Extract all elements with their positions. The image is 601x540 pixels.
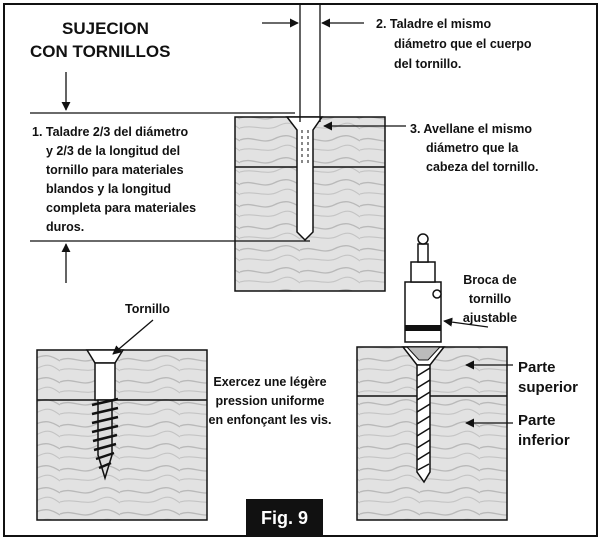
svg-text:y 2/3 de la longitud del: y 2/3 de la longitud del: [46, 144, 180, 158]
svg-text:tornillo para materiales: tornillo para materiales: [46, 163, 184, 177]
step-1-text: 1. Taladre 2/3 del diámetro y 2/3 de la …: [32, 125, 196, 234]
svg-text:Broca de: Broca de: [463, 273, 517, 287]
svg-text:3. Avellane el mismo: 3. Avellane el mismo: [410, 122, 532, 136]
screw-board: [36, 349, 208, 521]
title-line-1: SUJECION: [62, 19, 149, 38]
wood-screw: [85, 349, 125, 481]
svg-text:completa para materiales: completa para materiales: [46, 201, 196, 215]
svg-text:duros.: duros.: [46, 220, 84, 234]
title-line-2: CON TORNILLOS: [30, 42, 170, 61]
top-part-label: Parte superior: [518, 359, 578, 396]
screw-label: Tornillo: [125, 302, 170, 316]
step-2-text: 2. Taladre el mismo diámetro que el cuer…: [376, 17, 532, 71]
svg-text:inferior: inferior: [518, 432, 570, 449]
pressure-note: Exercez une légère pression uniforme en …: [209, 375, 332, 427]
svg-text:cabeza del tornillo.: cabeza del tornillo.: [426, 160, 539, 174]
figure-badge: Fig. 9: [246, 499, 323, 535]
svg-text:del tornillo.: del tornillo.: [394, 57, 461, 71]
bit-board: [356, 233, 508, 521]
outer-frame: [3, 3, 598, 537]
svg-text:diámetro que la: diámetro que la: [426, 141, 519, 155]
bottom-part-label: Parte inferior: [518, 412, 570, 449]
svg-text:Fig. 9: Fig. 9: [261, 508, 308, 528]
adjustable-screw-bit: [401, 233, 446, 484]
svg-text:pression uniforme: pression uniforme: [215, 394, 324, 408]
svg-text:superior: superior: [518, 379, 578, 396]
top-board: [234, 116, 386, 292]
svg-text:ajustable: ajustable: [463, 311, 517, 325]
bit-label-arrow: [443, 317, 489, 328]
svg-text:tornillo: tornillo: [469, 292, 512, 306]
svg-text:1. Taladre 2/3 del diámetro: 1. Taladre 2/3 del diámetro: [32, 125, 188, 139]
screw-label-arrow: [112, 319, 154, 355]
svg-text:Parte: Parte: [518, 412, 556, 429]
svg-text:diámetro que el cuerpo: diámetro que el cuerpo: [394, 37, 532, 51]
svg-text:Exercez une légère: Exercez une légère: [213, 375, 326, 389]
svg-text:Parte: Parte: [518, 359, 556, 376]
svg-text:en enfonçant les vis.: en enfonçant les vis.: [209, 413, 332, 427]
bit-label: Broca de tornillo ajustable: [463, 273, 517, 325]
step-3-text: 3. Avellane el mismo diámetro que la cab…: [410, 122, 539, 174]
svg-text:blandos y la longitud: blandos y la longitud: [46, 182, 171, 196]
svg-text:2. Taladre el mismo: 2. Taladre el mismo: [376, 17, 491, 31]
